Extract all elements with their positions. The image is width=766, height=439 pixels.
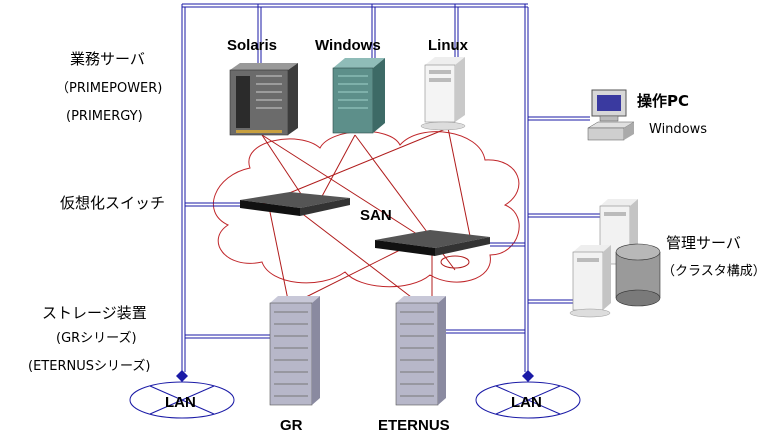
- business-servers-label: 業務サーバ: [70, 50, 145, 68]
- primepower-label: （PRIMEPOWER): [56, 81, 162, 96]
- operation-pc-label: 操作PC: [637, 92, 689, 110]
- eternus-series-label: (ETERNUSシリーズ): [28, 358, 150, 374]
- lan-backbone: [181, 3, 600, 372]
- shared-disk-icon: [615, 243, 661, 307]
- management-server-label: 管理サーバ: [666, 234, 741, 252]
- cluster-label: （クラスタ構成）: [662, 264, 766, 279]
- eternus-storage-rack: [395, 296, 446, 406]
- windows-server: [332, 58, 385, 134]
- lan-left-ellipse: [129, 381, 235, 419]
- management-server-2: [569, 245, 611, 318]
- san-label: SAN: [360, 207, 392, 224]
- storage-label: ストレージ装置: [42, 304, 147, 322]
- eternus-label: ETERNUS: [378, 417, 450, 434]
- operation-pc-icon: [587, 89, 635, 141]
- linux-label: Linux: [428, 37, 469, 54]
- virtualization-switch-label: 仮想化スイッチ: [60, 194, 165, 212]
- lan-left-label: LAN: [165, 394, 196, 411]
- lan-right-ellipse: [475, 381, 581, 419]
- virtualization-switch-2: [375, 230, 490, 256]
- solaris-label: Solaris: [227, 37, 277, 54]
- gr-series-label: (GRシリーズ): [56, 330, 137, 346]
- lan-node-right: [522, 370, 534, 382]
- virtualization-switch-1: [240, 192, 350, 216]
- primergy-label: (PRIMERGY): [66, 109, 143, 124]
- gr-label: GR: [280, 417, 303, 434]
- gr-storage-rack: [269, 296, 320, 406]
- linux-server: [420, 57, 466, 131]
- lan-node-left: [176, 370, 188, 382]
- solaris-server: [229, 63, 298, 136]
- windows-label: Windows: [315, 37, 381, 54]
- operation-pc-os-label: Windows: [649, 122, 707, 137]
- lan-right-label: LAN: [511, 394, 542, 411]
